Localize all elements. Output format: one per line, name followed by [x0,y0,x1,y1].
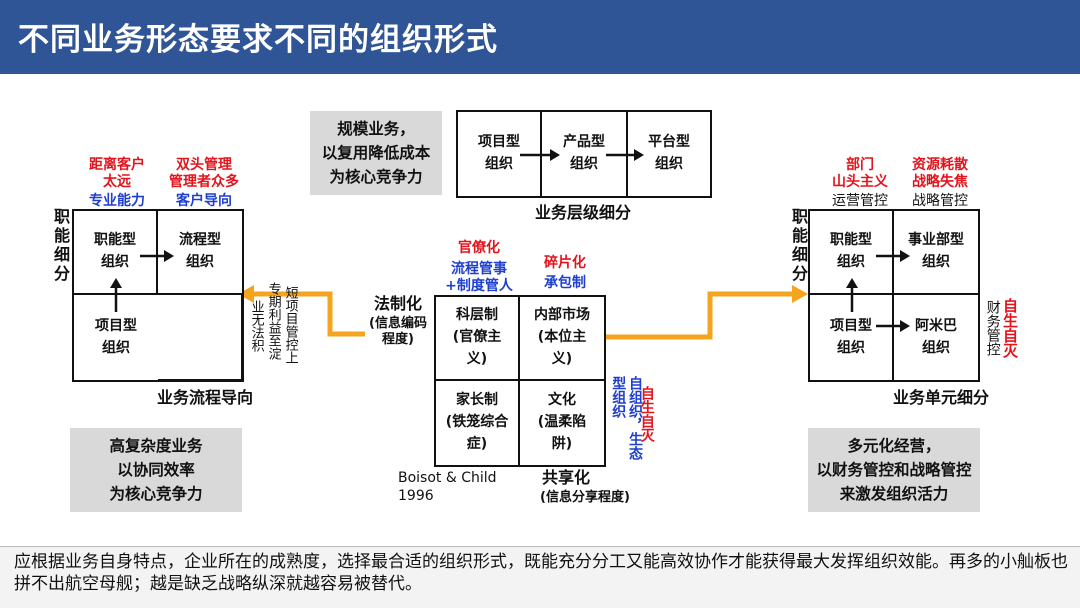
left-red-top-left: 距离客户 太远 [89,157,145,191]
patriarchy-cell: 家长制 (铁笼综合 症) [436,381,520,465]
left-x-axis-label: 业务流程导向 [156,388,253,407]
left-red-top-right: 双头管理 管理者众多 [169,157,239,191]
center-right-red-text: 自生自灭 [638,386,655,442]
left-y-axis-label: 职 能 细 分 [53,207,70,283]
center-bottom-sublabel: (信息分享程度) [540,490,630,505]
process-org-cell: 流程型 组织 [158,211,242,295]
platform-org-cell: 平台型 组织 [628,112,710,196]
center-left-label: 法制化 [373,294,422,313]
project-org-cell-right: 项目型 组织 [810,295,894,380]
scale-business-note: 规模业务， 以复用降低成本 为核心竞争力 [310,111,442,195]
high-complexity-note: 高复杂度业务 以协同效率 为核心竞争力 [70,428,242,512]
center-blue-top-left: 流程管事 +制度管人 [445,261,513,295]
citation: Boisot & Child 1996 [398,470,497,504]
left-side-col-2: 专期利益至淀 [265,282,281,360]
footer-bar [0,546,1080,608]
culture-cell: 文化 (温柔陷 阱) [520,381,604,465]
right-y-axis-label: 职 能 细 分 [791,207,808,283]
layer-chain-caption: 业务层级细分 [534,203,631,222]
right-side-red-text: 自生自灭 [1001,298,1019,358]
right-black-top-left: 运营管控 [832,193,888,209]
right-black-top-right: 战略管控 [912,193,968,209]
left-side-col-1: 短项目管控上 [282,286,298,364]
division-org-cell: 事业部型 组织 [894,211,978,295]
internal-market-cell: 内部市场 (本位主 义) [520,297,604,381]
right-red-top-left: 部门 山头主义 [832,157,888,191]
center-left-sublabel: (信息编码 程度) [369,316,427,347]
bureaucracy-cell: 科层制 (官僚主 义) [436,297,520,381]
left-blue-top-left: 专业能力 [89,193,145,209]
right-red-top-right: 资源耗散 战略失焦 [912,157,968,191]
left-blue-top-right: 客户导向 [176,193,232,209]
right-x-axis-label: 业务单元细分 [892,388,989,407]
center-blue-top-right: 承包制 [544,275,586,291]
title-bar [0,0,1080,74]
center-red-top-right: 碎片化 [544,255,586,271]
center-bottom-label: 共享化 [541,468,590,487]
page-title: 不同业务形态要求不同的组织形式 [18,22,498,58]
amoeba-org-cell: 阿米巴 组织 [894,295,978,380]
footer-text: 应根据业务自身特点，企业所在的成熟度，选择最合适的组织形式，既能充分分工又能高效… [14,552,1068,595]
center-red-top-left: 官僚化 [458,240,500,256]
functional-org-cell-left: 职能型 组织 [74,211,158,295]
center-right-blue-text: 自组织，生态型组织 [610,376,643,460]
diversified-note: 多元化经营， 以财务管控和战略管控 来激发组织活力 [808,428,980,512]
left-side-col-3: 业无法积 [248,300,264,352]
right-side-black-text: 财务管控 [984,300,1001,356]
